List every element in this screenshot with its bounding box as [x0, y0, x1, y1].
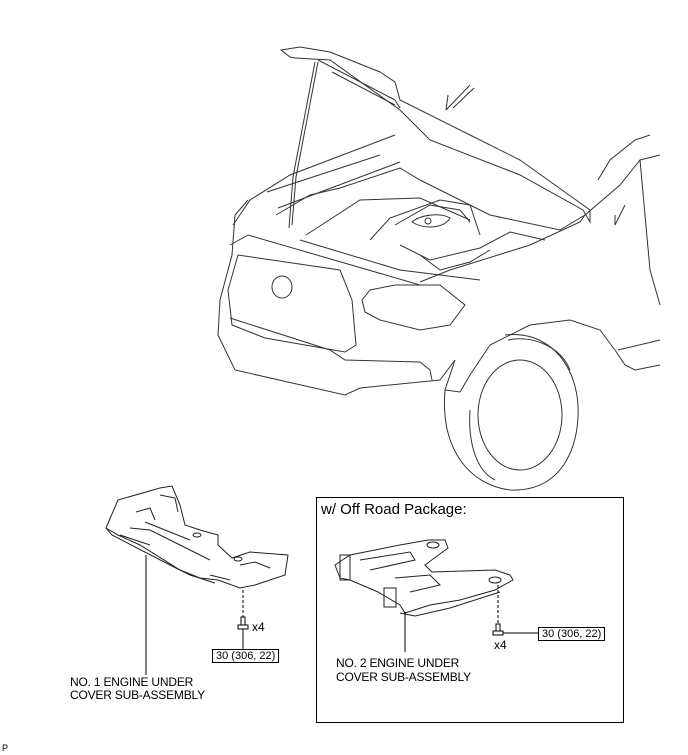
no2-part-name-line1: NO. 2 ENGINE UNDER	[336, 656, 460, 670]
no1-engine-under-cover-drawing	[105, 485, 289, 589]
no1-torque-spec: 30 (306, 22)	[212, 649, 280, 663]
no1-bolt-quantity: x4	[252, 620, 265, 634]
front-wheel	[443, 333, 579, 491]
hood-prop-rod	[288, 61, 316, 229]
vehicle-body	[217, 134, 661, 396]
emblem	[271, 275, 293, 299]
hood	[279, 46, 591, 224]
page-marker: P	[2, 743, 9, 753]
no1-part-name-line1: NO. 1 ENGINE UNDER	[70, 675, 194, 689]
off-road-package-frame	[316, 497, 624, 723]
no2-part-name-line2: COVER SUB-ASSEMBLY	[336, 670, 471, 684]
no2-engine-under-cover-drawing	[334, 539, 514, 617]
no2-torque-spec: 30 (306, 22)	[538, 627, 606, 641]
off-road-package-title: w/ Off Road Package:	[321, 501, 467, 518]
no1-part-name-line2: COVER SUB-ASSEMBLY	[70, 688, 205, 702]
no1-bolt-icon	[237, 616, 249, 630]
no2-bolt-quantity: x4	[494, 638, 507, 652]
